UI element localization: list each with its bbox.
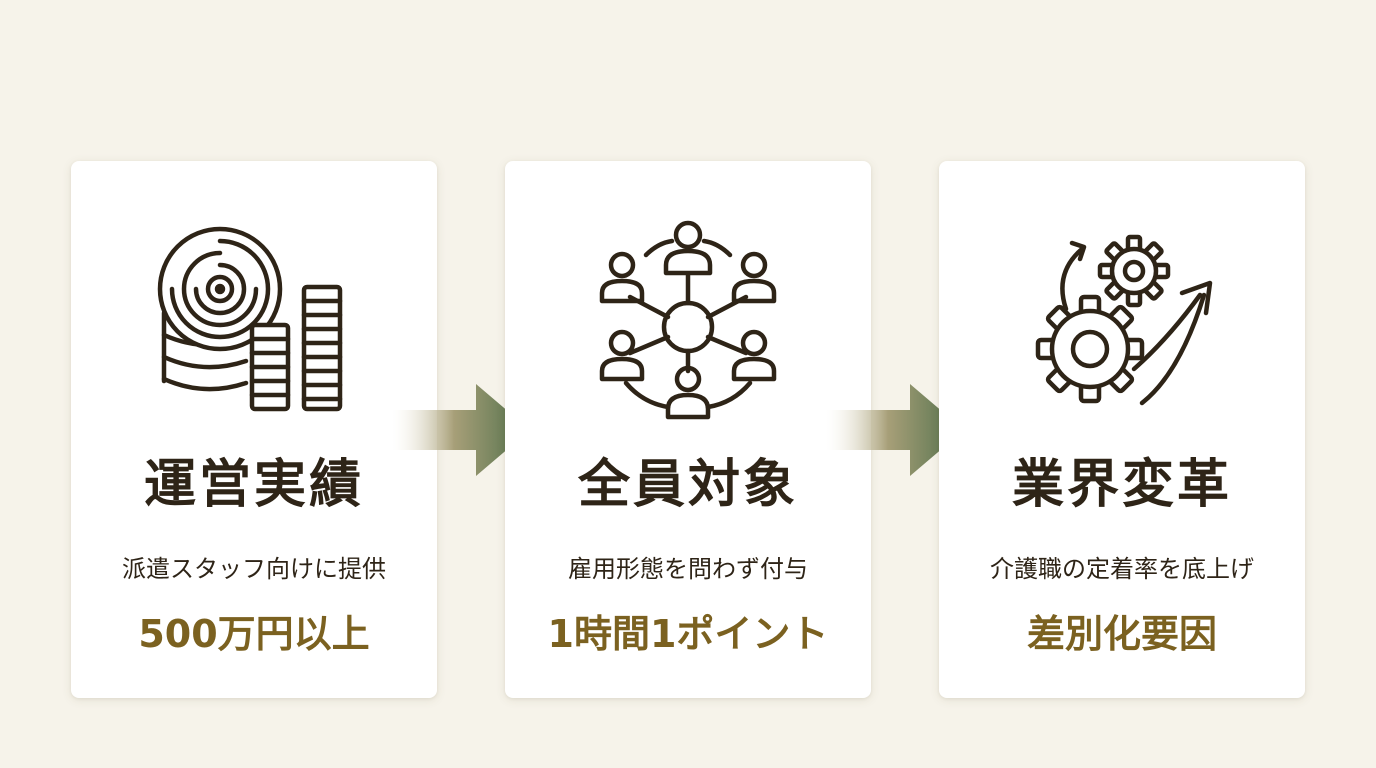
card-subtitle: 介護職の定着率を底上げ [990,555,1254,583]
right-arrow-icon [826,382,966,478]
card-industry-change: 業界変革 介護職の定着率を底上げ 差別化要因 [939,161,1305,698]
gears-growth-icon [1022,213,1222,423]
card-title: 運営実績 [143,454,364,515]
card-subtitle: 雇用形態を問わず付与 [568,555,808,583]
card-all-staff: 全員対象 雇用形態を問わず付与 1時間1ポイント [505,161,871,698]
card-highlight: 差別化要因 [1026,612,1217,656]
card-highlight: 500万円以上 [138,612,370,656]
card-title: 全員対象 [577,454,798,515]
card-subtitle: 派遣スタッフ向けに提供 [122,555,386,583]
coins-stack-icon [154,213,354,423]
card-highlight: 1時間1ポイント [547,612,829,656]
card-operation-results: 運営実績 派遣スタッフ向けに提供 500万円以上 [71,161,437,698]
right-arrow-icon [392,382,532,478]
card-title: 業界変革 [1011,454,1232,515]
people-network-icon [588,213,788,423]
